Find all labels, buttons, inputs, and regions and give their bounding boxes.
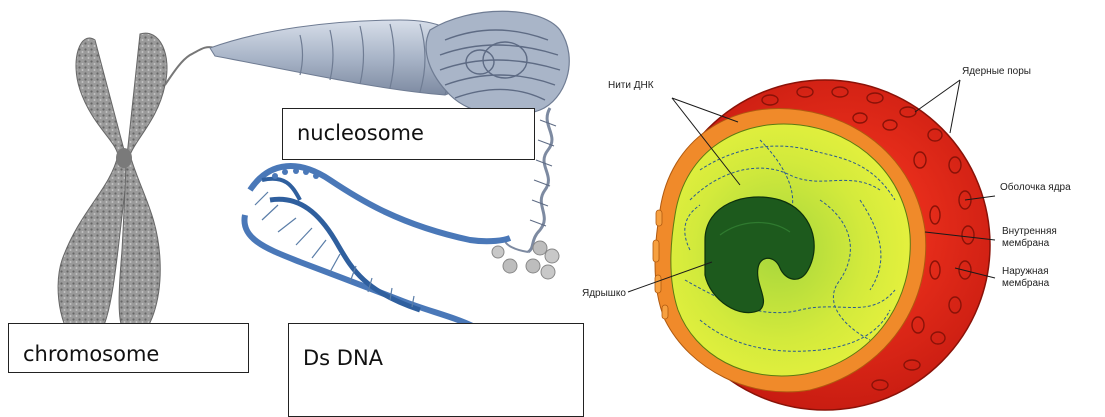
nuclear-envelope-label: Оболочка ядра xyxy=(1000,182,1071,194)
outer-membrane-label-line2: мембрана xyxy=(1002,278,1049,290)
inner-membrane-label-line2: мембрана xyxy=(1002,238,1049,250)
nucleus-illustration xyxy=(628,80,995,410)
outer-membrane-label-line1: Наружная xyxy=(1002,266,1049,278)
ds-dna-label-box: Ds DNA xyxy=(288,323,584,417)
nucleolus-label: Ядрышко xyxy=(582,288,626,300)
nucleosome-label: nucleosome xyxy=(297,121,424,145)
nucleosome-label-box: nucleosome xyxy=(282,108,535,160)
chromosome-label-box: chromosome xyxy=(8,323,249,373)
dna-threads-label: Нити ДНК xyxy=(608,80,654,92)
dna-helix-illustration xyxy=(244,166,510,330)
chromosome-illustration xyxy=(58,33,215,345)
chromosome-label: chromosome xyxy=(23,342,159,366)
inner-membrane-label-line1: Внутренняя xyxy=(1002,226,1057,238)
nuclear-pores-label: Ядерные поры xyxy=(962,66,1031,78)
ds-dna-label: Ds DNA xyxy=(303,346,383,370)
